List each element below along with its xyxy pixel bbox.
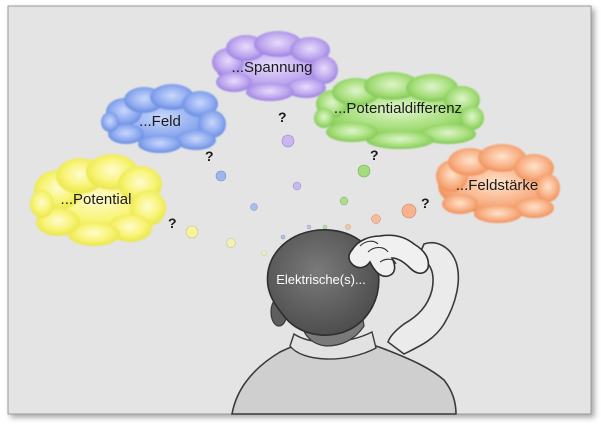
thought-bubble (292, 181, 302, 191)
thought-bubbles (185, 134, 417, 256)
thought-bubble (306, 224, 312, 230)
thought-bubble (371, 214, 381, 224)
thought-bubble (280, 234, 286, 240)
question-mark: ? (370, 147, 379, 163)
head-label: Elektrische(s)... (276, 272, 366, 287)
cloud-feldstaerke-label: ...Feldstärke (456, 177, 539, 194)
cloud-potentialdifferenz-label: ...Potentialdifferenz (334, 100, 462, 117)
question-mark: ? (278, 109, 287, 125)
cloud-spannung-shape (212, 31, 338, 101)
thinking-person: Elektrische(s)... (231, 229, 460, 415)
cloud-spannung-label: ...Spannung (232, 59, 313, 76)
cloud-potentialdifferenz-shape (314, 72, 484, 149)
person-fingers (359, 240, 397, 265)
cloud-feldstaerke-shape (436, 144, 560, 223)
cloud-potential-label: ...Potential (61, 191, 132, 208)
thought-bubble (345, 224, 351, 230)
thought-bubble (281, 134, 295, 148)
thought-bubble (215, 170, 227, 182)
thought-bubble (357, 164, 371, 178)
cloud-feld: ...Feld (101, 84, 226, 153)
thought-bubble (401, 203, 417, 219)
thought-bubble (226, 238, 236, 248)
cloud-feld-label: ...Feld (139, 113, 181, 130)
question-mark: ? (168, 215, 177, 231)
thought-bubble (322, 224, 328, 230)
thought-bubble (339, 196, 349, 206)
person-hand (348, 234, 430, 278)
question-mark: ? (205, 148, 214, 164)
cloud-feld-shape (101, 84, 226, 153)
cloud-feldstaerke: ...Feldstärke (436, 144, 560, 223)
cloud-potentialdifferenz: ...Potentialdifferenz (314, 72, 484, 149)
cloud-potential-shape (30, 154, 166, 246)
question-marks: ? ? ? ? ? (168, 109, 430, 231)
thought-bubble (250, 203, 258, 211)
cloud-potential: ...Potential (30, 154, 166, 246)
cloud-spannung: ...Spannung (212, 31, 338, 101)
question-mark: ? (421, 195, 430, 211)
thought-bubble (261, 250, 267, 256)
thought-bubble (185, 225, 199, 239)
